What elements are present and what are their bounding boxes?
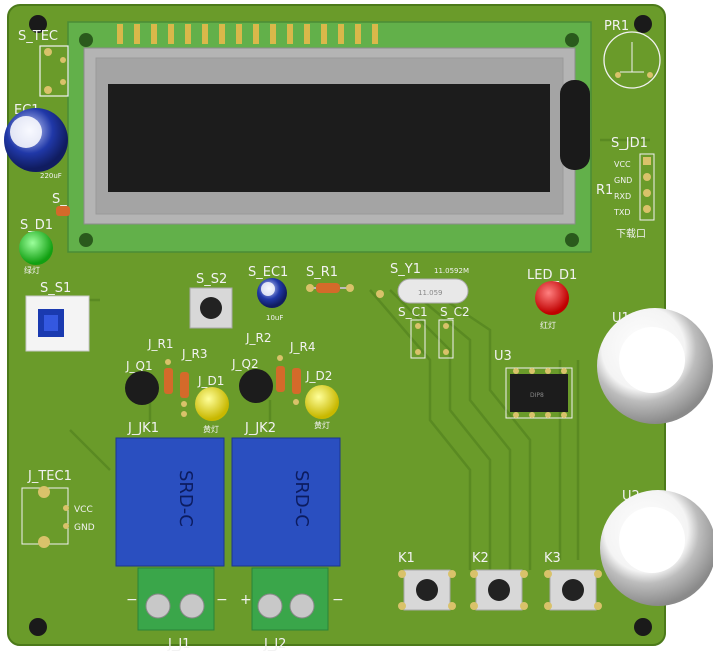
transistor-q1 [125, 371, 159, 405]
j2-plus: + [240, 592, 252, 608]
mounting-holes [29, 15, 652, 636]
s-tec-label: S_TEC [18, 29, 58, 44]
lcd-pin [270, 24, 276, 44]
jd-vcc: VCC [614, 160, 631, 169]
k3-button[interactable] [544, 569, 602, 611]
crystal [397, 278, 469, 304]
k1-label: K1 [398, 551, 415, 566]
lcd-pin [168, 24, 174, 44]
yellow-led-2-note: 黄灯 [314, 420, 330, 430]
j-q2-label: J_Q2 [231, 357, 259, 371]
lcd-pin [219, 24, 225, 44]
u3-label: U3 [494, 349, 512, 364]
led-d1-label: LED_D1 [527, 268, 577, 283]
u3-chip [510, 374, 568, 412]
lcd-pin [117, 24, 123, 44]
yellow-led-2 [305, 385, 339, 419]
relay-2-text: SRD-C [291, 470, 312, 527]
u3-pin [561, 412, 567, 418]
u3-pin [545, 368, 551, 374]
u3-pin [545, 412, 551, 418]
r1-label: R1 [596, 183, 613, 198]
lcd-pin [185, 24, 191, 44]
j1-minus-right: − [216, 592, 228, 608]
jd-rxd: RXD [614, 192, 631, 201]
green-led [19, 231, 53, 265]
j-r1-label: J_R1 [147, 337, 174, 351]
s-ec1-value: 10uF [266, 314, 283, 322]
j-r4-label: J_R4 [289, 340, 316, 354]
s-s1-label: S_S1 [40, 281, 71, 296]
j-tec1-gnd: GND [74, 523, 95, 533]
s-y1-label: S_Y1 [390, 262, 421, 277]
red-led-note: 红灯 [540, 320, 556, 330]
u3-pin [513, 368, 519, 374]
j-r3-label: J_R3 [181, 347, 208, 361]
terminal-j1 [137, 567, 215, 631]
lcd-pin [287, 24, 293, 44]
j-d1-label: J_D1 [197, 374, 224, 388]
j-jk1-label: J_JK1 [127, 421, 159, 436]
u3-pin [529, 368, 535, 374]
relay-1 [115, 437, 225, 567]
lcd-pin [304, 24, 310, 44]
j-r2-label: J_R2 [245, 331, 272, 345]
download-port-label: 下载口 [616, 228, 646, 240]
u3-pin [513, 412, 519, 418]
s-ec1-label: S_EC1 [248, 265, 288, 280]
j-j2-label: J_J2 [263, 637, 286, 652]
lcd-screen [108, 84, 550, 192]
u3-pin [529, 412, 535, 418]
s-r1-label: S_R1 [306, 265, 338, 280]
u3-chip-text: DIP8 [530, 392, 544, 399]
jd-txd: TXD [613, 208, 631, 217]
lcd-pin [236, 24, 242, 44]
s-s2-label: S_S2 [196, 272, 227, 287]
lcd-pin [321, 24, 327, 44]
crystal-freq: 11.0592M [434, 267, 469, 275]
jd-gnd: GND [614, 176, 632, 185]
s-r-label: S_ [52, 192, 67, 207]
yellow-led-1-note: 黄灯 [203, 424, 219, 434]
s-jd1-label: S_JD1 [611, 136, 648, 151]
j1-minus: − [126, 592, 138, 608]
lcd-pin [355, 24, 361, 44]
lcd-pin [134, 24, 140, 44]
red-led [535, 281, 569, 315]
lcd-pin [151, 24, 157, 44]
lcd-header-pins [117, 24, 378, 44]
j-q1-label: J_Q1 [125, 359, 153, 373]
k2-button[interactable] [470, 569, 528, 611]
k2-label: K2 [472, 551, 489, 566]
s-d1-label: S_D1 [20, 218, 53, 233]
j-tec1-label: J_TEC1 [27, 469, 72, 484]
ec1-value: 220uF [40, 172, 62, 180]
s-c1-label: S_C1 [398, 305, 428, 319]
yellow-led-1 [195, 387, 229, 421]
j2-minus: − [332, 592, 344, 608]
k3-label: K3 [544, 551, 561, 566]
lcd-pin [202, 24, 208, 44]
photoresistor-outline [603, 31, 661, 89]
j-tec1-vcc: VCC [74, 505, 93, 515]
relay-2 [231, 437, 341, 567]
lcd-pin [338, 24, 344, 44]
green-led-note: 绿灯 [24, 265, 40, 275]
k1-button[interactable] [398, 569, 456, 611]
lcd-module [67, 21, 592, 253]
relay-1-text: SRD-C [175, 470, 196, 527]
transistor-q2 [239, 369, 273, 403]
s-c2-label: S_C2 [440, 305, 470, 319]
j-d2-label: J_D2 [305, 369, 332, 383]
j-j1-label: J_J1 [167, 637, 190, 652]
terminal-j2 [251, 567, 329, 631]
j-jk2-label: J_JK2 [244, 421, 276, 436]
crystal-body-text: 11.059 [418, 289, 443, 297]
u3-pin [561, 368, 567, 374]
lcd-pin [372, 24, 378, 44]
pr1-label: PR1 [604, 19, 629, 34]
lcd-pin [253, 24, 259, 44]
